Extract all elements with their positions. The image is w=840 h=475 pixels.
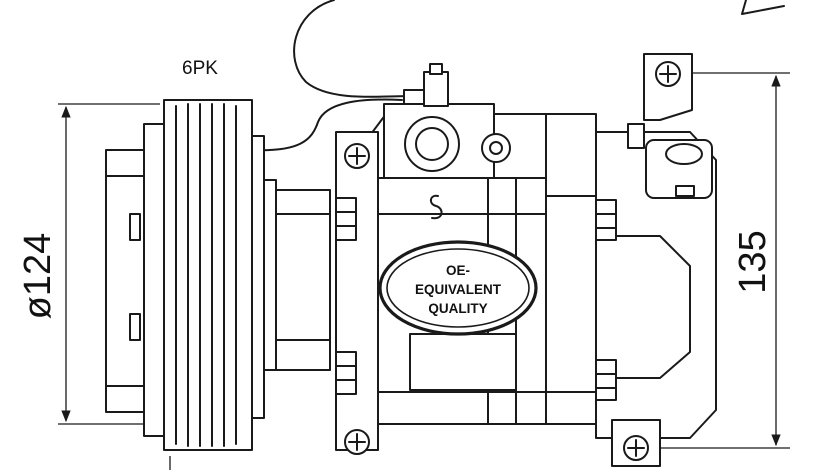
bolt-front-lower [335, 351, 357, 395]
mounting-bolts [335, 197, 617, 401]
diameter-label: ø124 [17, 233, 59, 320]
pulley-assembly [105, 99, 277, 470]
bolt-rear-upper [595, 199, 617, 241]
mount-hole-rear-bottom [623, 435, 649, 461]
housing-s-mark [430, 194, 443, 220]
rear-housing [545, 113, 597, 425]
pulley-grooves [175, 103, 237, 447]
height-dimension: 135 [660, 72, 790, 449]
bolt-front-upper [335, 197, 357, 241]
rear-cap [595, 131, 717, 439]
mount-hole-rear-top [655, 61, 681, 87]
badge-line-3: QUALITY [428, 301, 487, 316]
mounting-holes [344, 61, 681, 461]
pulley-flange [251, 135, 265, 419]
wire-connector [403, 89, 425, 105]
mount-hole-front-bottom [344, 429, 370, 455]
bolt-rear-lower [595, 359, 617, 401]
left-bracket [335, 131, 379, 451]
hub-rivet-bottom [129, 313, 141, 341]
height-label: 135 [732, 230, 774, 293]
rear-mount-hole [665, 143, 703, 165]
badge-line-1: OE- [446, 263, 470, 278]
clutch-hub [105, 149, 145, 413]
badge-line-2: EQUIVALENT [415, 282, 502, 297]
housing-panel [409, 333, 517, 391]
oe-quality-badge: OE- EQUIVALENT QUALITY [378, 240, 538, 336]
mount-hole-front-top [344, 143, 370, 169]
sensor-wire [251, 0, 785, 152]
clutch-plate [143, 123, 165, 437]
front-neck [275, 189, 331, 371]
compressor-housing [335, 53, 717, 467]
hub-rivet-top [129, 213, 141, 241]
diameter-dimension: ø124 [17, 103, 160, 425]
belt-type-label: 6PK [182, 58, 218, 79]
clutch-coil [263, 179, 277, 371]
pressure-switch [423, 71, 449, 107]
pulley [163, 99, 253, 451]
